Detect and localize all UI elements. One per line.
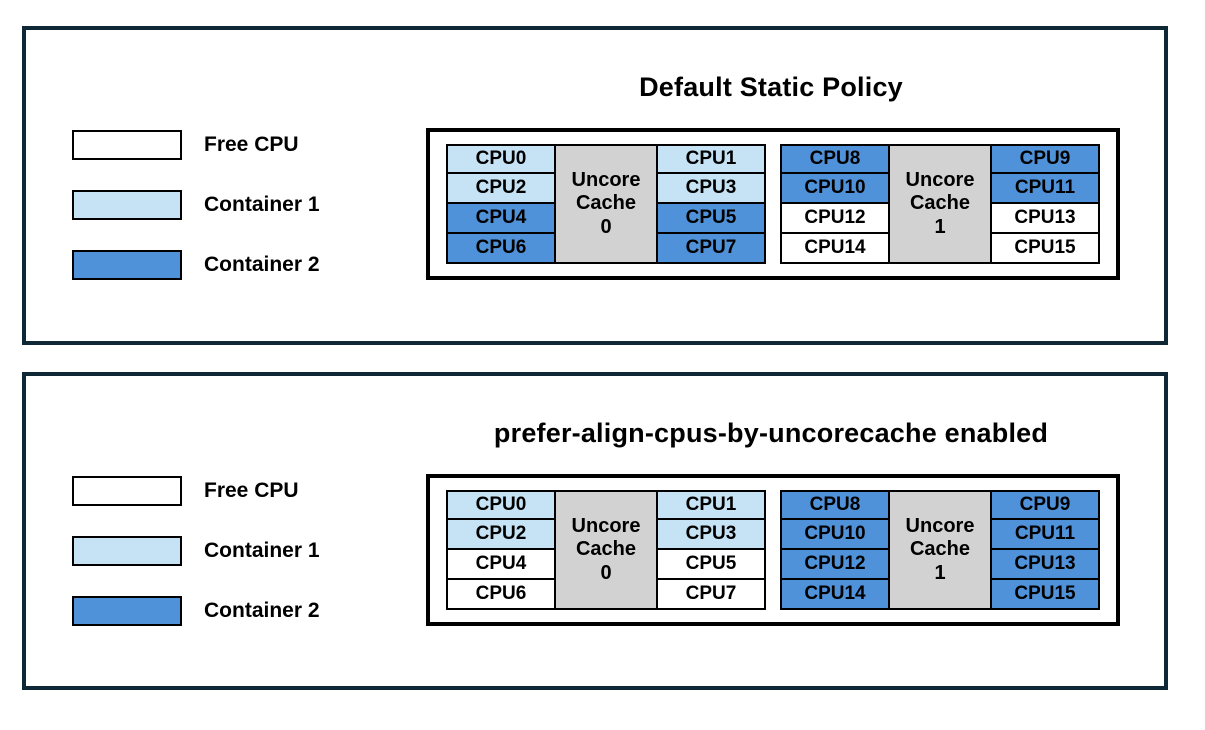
cache-label-line: 0 <box>600 215 612 238</box>
panel-title: prefer-align-cpus-by-uncorecache enabled <box>493 418 1049 448</box>
cpu-cell-cpu14: CPU14 <box>780 234 890 264</box>
cache-label-line: Cache <box>909 192 971 215</box>
cpu-cell-cpu12: CPU12 <box>780 204 890 234</box>
legend-label-container2: Container 2 <box>204 599 320 622</box>
legend: Free CPU Container 1 Container 2 <box>72 476 320 656</box>
cpu-cell-cpu12: CPU12 <box>780 550 890 580</box>
cache-label-line: Uncore <box>905 168 975 191</box>
cpu-cell-cpu0: CPU0 <box>446 490 556 520</box>
cpu-cell-cpu5: CPU5 <box>656 204 766 234</box>
cache-label-line: 1 <box>934 215 946 238</box>
cpu-cell-cpu10: CPU10 <box>780 520 890 550</box>
cpu-cell-cpu3: CPU3 <box>656 520 766 550</box>
policy-panel-prefer-align-uncorecache: prefer-align-cpus-by-uncorecache enabled… <box>22 372 1168 690</box>
cpu-cell-cpu2: CPU2 <box>446 174 556 204</box>
cpu-cell-cpu1: CPU1 <box>656 144 766 174</box>
cpu-cell-cpu11: CPU11 <box>990 520 1100 550</box>
cache-label-line: 0 <box>600 561 612 584</box>
legend-label-free: Free CPU <box>204 133 299 156</box>
legend: Free CPU Container 1 Container 2 <box>72 130 320 310</box>
legend-swatch-container1 <box>72 190 182 220</box>
cpu-cell-cpu13: CPU13 <box>990 550 1100 580</box>
cpu-cell-cpu3: CPU3 <box>656 174 766 204</box>
legend-item-free: Free CPU <box>72 130 320 160</box>
legend-item-free: Free CPU <box>72 476 320 506</box>
cpu-cell-cpu7: CPU7 <box>656 234 766 264</box>
cpu-cell-cpu0: CPU0 <box>446 144 556 174</box>
policy-panel-default-static: Default Static Policy Free CPU Container … <box>22 26 1168 345</box>
cache-label-line: 1 <box>934 561 946 584</box>
cpu-cell-cpu4: CPU4 <box>446 204 556 234</box>
legend-item-container1: Container 1 <box>72 536 320 566</box>
cpu-cell-cpu1: CPU1 <box>656 490 766 520</box>
cpu-cell-cpu7: CPU7 <box>656 580 766 610</box>
legend-swatch-free <box>72 476 182 506</box>
cpu-cell-cpu9: CPU9 <box>990 490 1100 520</box>
cpu-cell-cpu15: CPU15 <box>990 234 1100 264</box>
legend-label-container2: Container 2 <box>204 253 320 276</box>
cache-label-line: Uncore <box>571 514 641 537</box>
legend-item-container1: Container 1 <box>72 190 320 220</box>
cpu-cell-cpu10: CPU10 <box>780 174 890 204</box>
cpu-cell-cpu6: CPU6 <box>446 580 556 610</box>
legend-label-container1: Container 1 <box>204 193 320 216</box>
legend-label-free: Free CPU <box>204 479 299 502</box>
cpu-cell-cpu14: CPU14 <box>780 580 890 610</box>
panel-title: Default Static Policy <box>639 72 903 102</box>
cpu-cell-cpu13: CPU13 <box>990 204 1100 234</box>
cache-label-line: Uncore <box>571 168 641 191</box>
cpu-cell-cpu9: CPU9 <box>990 144 1100 174</box>
cache-label-line: Cache <box>909 538 971 561</box>
legend-swatch-container1 <box>72 536 182 566</box>
cache-label-line: Cache <box>575 192 637 215</box>
cache-label-line: Uncore <box>905 514 975 537</box>
legend-item-container2: Container 2 <box>72 250 320 280</box>
cache-label-line: Cache <box>575 538 637 561</box>
legend-label-container1: Container 1 <box>204 539 320 562</box>
cpu-cell-cpu15: CPU15 <box>990 580 1100 610</box>
cpu-cell-cpu11: CPU11 <box>990 174 1100 204</box>
cpu-cell-cpu5: CPU5 <box>656 550 766 580</box>
legend-swatch-container2 <box>72 596 182 626</box>
cpu-cell-cpu6: CPU6 <box>446 234 556 264</box>
cpu-cell-cpu8: CPU8 <box>780 490 890 520</box>
cpu-cell-cpu4: CPU4 <box>446 550 556 580</box>
cpu-cell-cpu8: CPU8 <box>780 144 890 174</box>
legend-swatch-container2 <box>72 250 182 280</box>
cpu-cell-cpu2: CPU2 <box>446 520 556 550</box>
legend-item-container2: Container 2 <box>72 596 320 626</box>
legend-swatch-free <box>72 130 182 160</box>
